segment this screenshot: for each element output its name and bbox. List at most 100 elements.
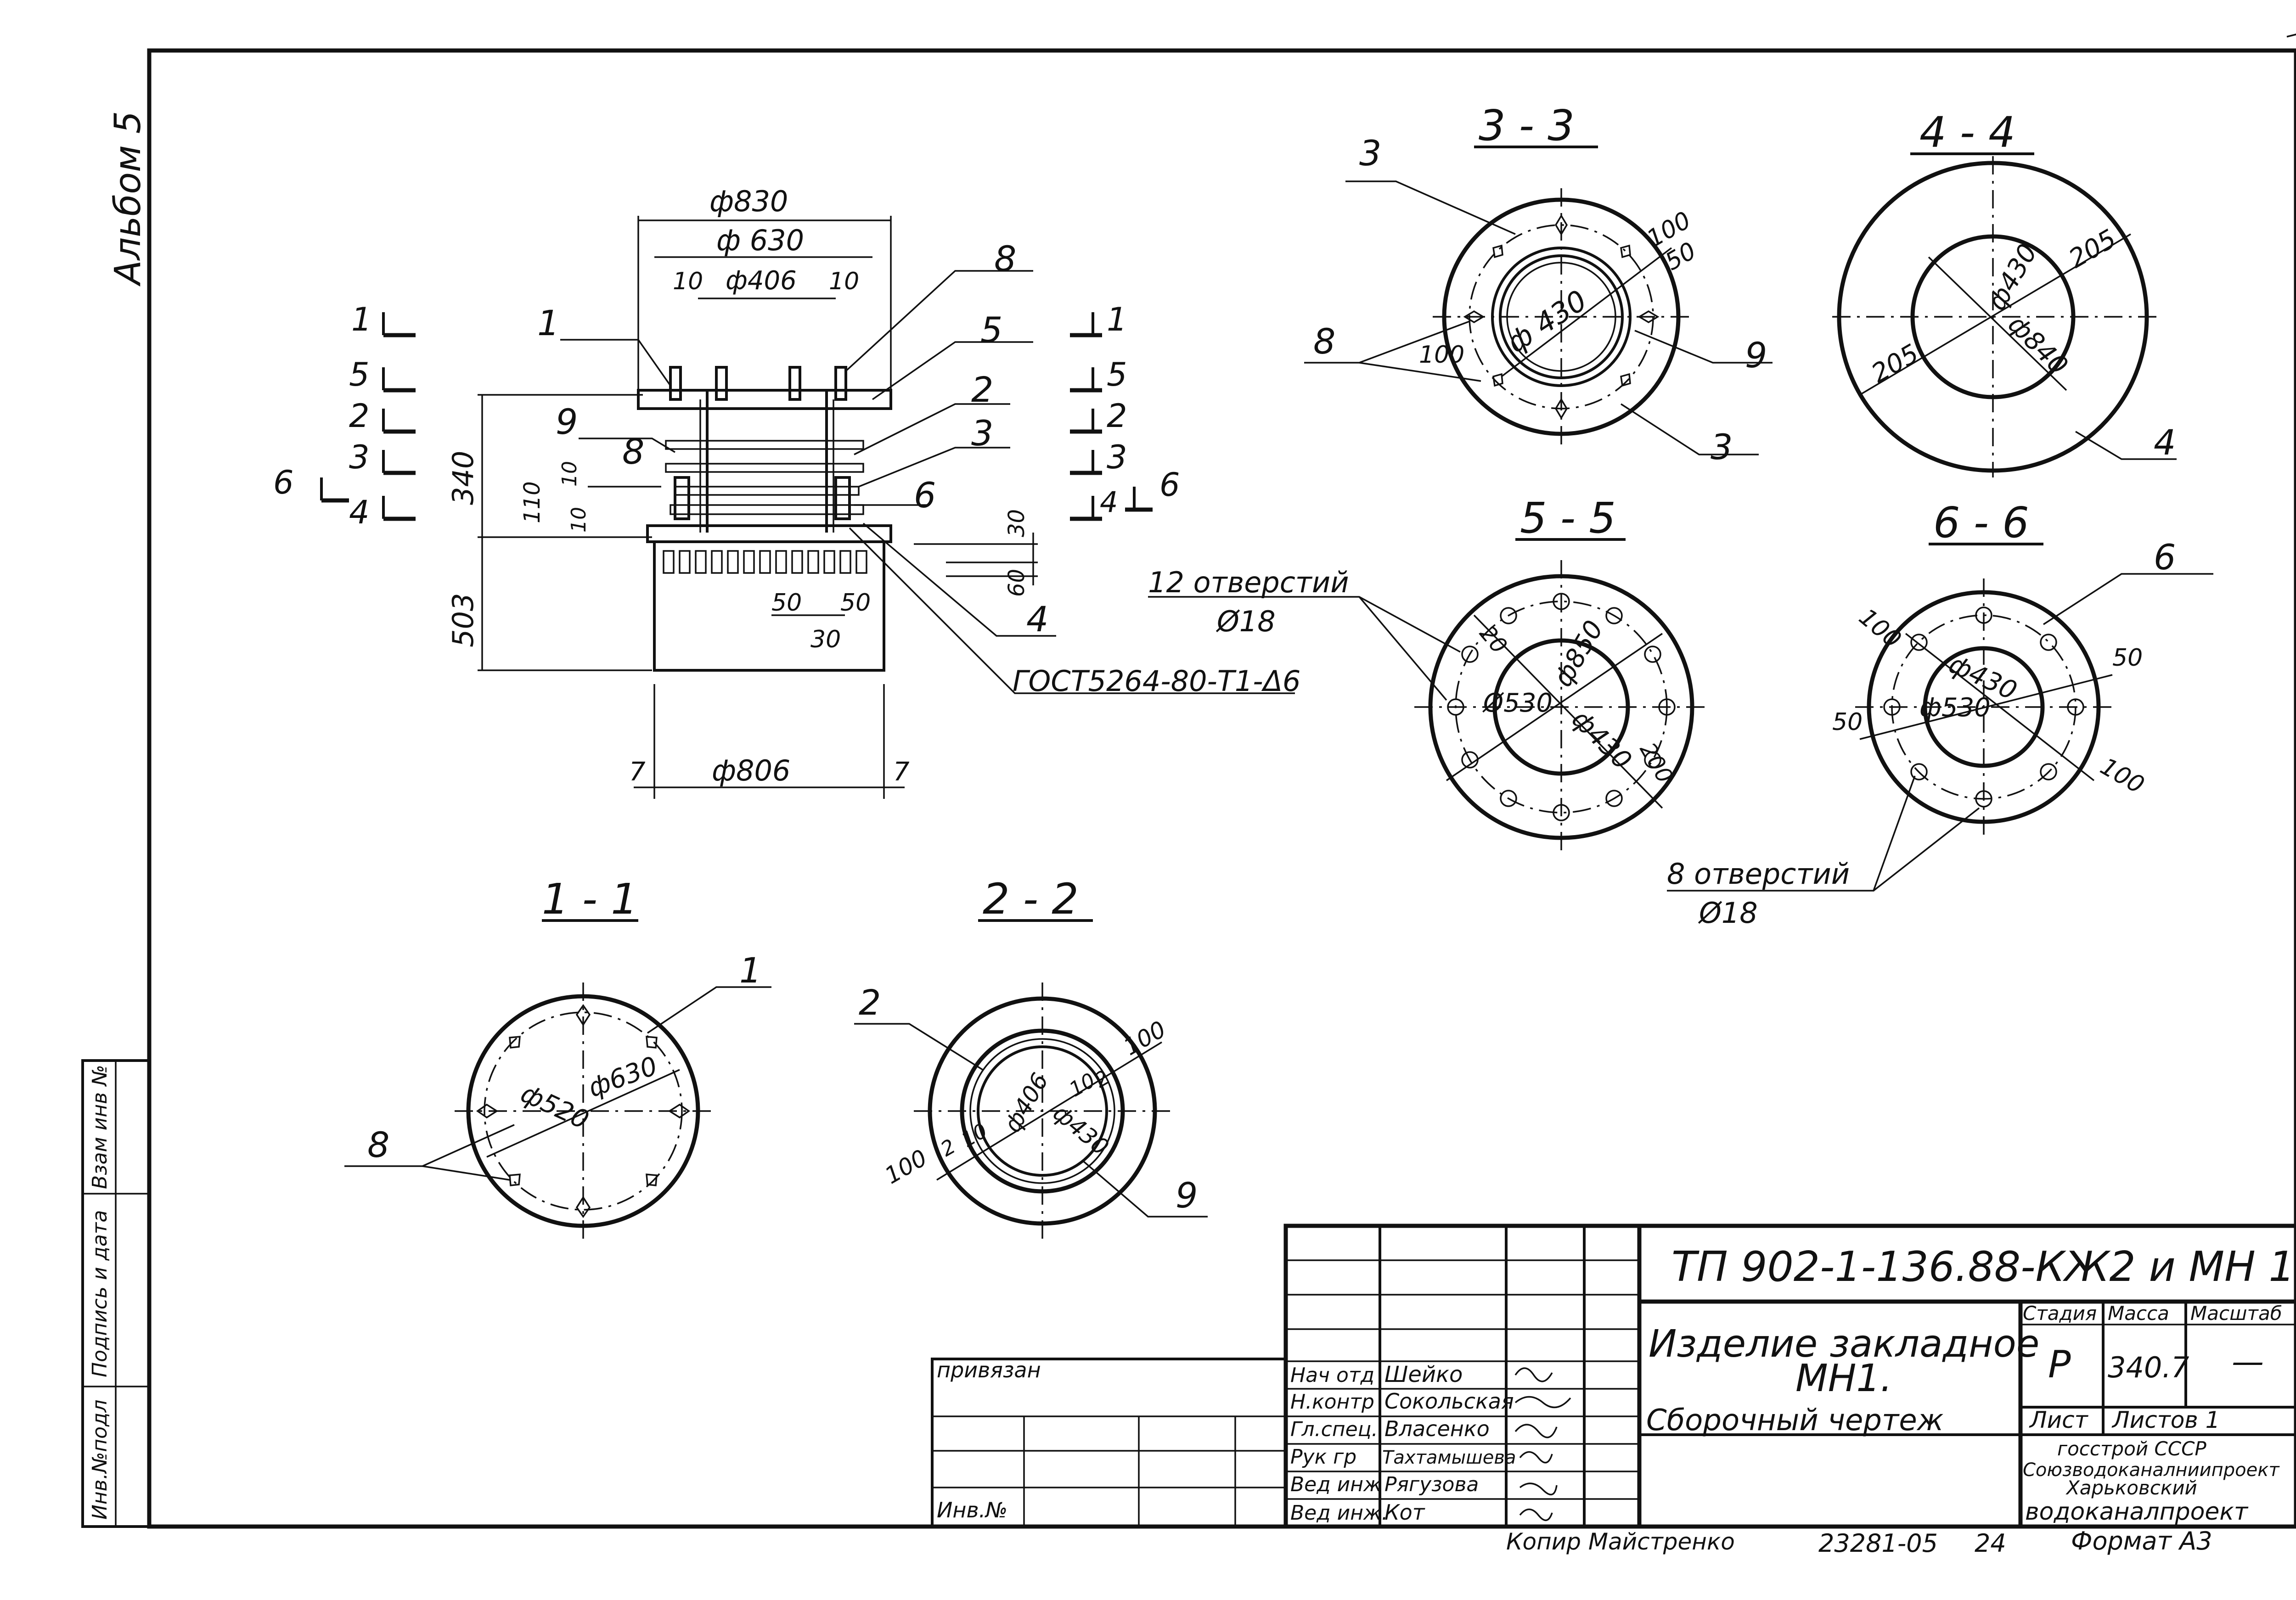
section-1-1-title: 1 - 1 <box>542 875 638 924</box>
footer-format: Формат А3 <box>2071 1527 2212 1555</box>
title-stage-header: Стадия <box>2023 1302 2097 1325</box>
s55-d530: Ø530 <box>1482 688 1553 718</box>
mark-r-4: 4 <box>1100 485 1118 519</box>
dim-7-right: 7 <box>893 757 910 787</box>
title-code: ТП 902-1-136.88-КЖ2 и МН 1 СБ <box>1671 1243 2296 1291</box>
dim-30-vert: 30 <box>1004 509 1030 537</box>
s33-callout-3a: 3 <box>1359 133 1381 174</box>
title-mass: 340.7 <box>2108 1351 2189 1384</box>
s66-50b: 50 <box>2112 644 2143 672</box>
dim-7-left: 7 <box>629 757 646 787</box>
s55-holes-d: Ø18 <box>1216 605 1276 638</box>
s33-callout-8: 8 <box>1313 321 1335 362</box>
side-stamp: Инв.№подл Подпись и дата Взам инв № <box>81 1059 151 1528</box>
footer-copier: Копир Майстренко <box>1506 1528 1735 1555</box>
dim-110: 110 <box>519 481 545 523</box>
name-6: Кот <box>1384 1500 1425 1525</box>
dim-830: ф830 <box>709 185 788 218</box>
dim-10a: 10 <box>558 461 581 487</box>
name-1: Шейко <box>1384 1362 1463 1387</box>
name-4: Тахтамышева <box>1382 1447 1516 1468</box>
dim-630: ф 630 <box>716 224 804 257</box>
weld-points-8 <box>476 1004 691 1218</box>
title-privyazan: привязан <box>937 1358 1041 1382</box>
bolt-holes-12 <box>1447 593 1676 821</box>
bolt-group <box>669 366 851 520</box>
callout-5: 5 <box>980 309 1002 350</box>
mark-l-1: 1 <box>351 301 372 338</box>
callout-8-top: 8 <box>994 238 1016 279</box>
s33-d430: ф 430 <box>1501 283 1593 359</box>
callout-2: 2 <box>971 369 993 410</box>
section-5-5-title: 5 - 5 <box>1520 494 1616 543</box>
section-2-2-title: 2 - 2 <box>983 875 1079 924</box>
stamp-inv-podl: Инв.№подл <box>88 1399 112 1520</box>
title-org-4: водоканалпроект <box>2025 1498 2249 1526</box>
stamp-vzam: Взам инв № <box>88 1065 112 1189</box>
s44-callout-4: 4 <box>2154 422 2176 463</box>
s55-20: 20 <box>1474 621 1512 659</box>
title-org-1: госстрой СССР <box>2057 1437 2206 1460</box>
s66-100a: 100 <box>1854 603 1907 654</box>
title-stage: Р <box>2048 1343 2071 1387</box>
section-3-3-title: 3 - 3 <box>1479 101 1575 150</box>
title-org-3: Харьковский <box>2065 1476 2197 1499</box>
mark-l-3: 3 <box>349 438 370 476</box>
s22-callout-9: 9 <box>1176 1175 1198 1216</box>
s22-100b: 100 <box>880 1144 932 1189</box>
dim-60-vert: 60 <box>1004 569 1030 597</box>
dim-50-right: 50 <box>840 589 871 617</box>
section-4-4 <box>1832 152 2177 477</box>
s33-callout-3b: 3 <box>1711 427 1733 467</box>
mark-r-3: 3 <box>1107 438 1127 476</box>
section-2-2 <box>854 919 1208 1240</box>
mark-r-5: 5 <box>1107 356 1127 393</box>
s44-205b: 205 <box>1867 338 1924 389</box>
mark-l-5: 5 <box>349 356 370 393</box>
s33-100b: 100 <box>1419 341 1464 369</box>
title-inv-no: Инв.№ <box>937 1498 1007 1522</box>
title-scale-header: Масштаб <box>2190 1302 2282 1325</box>
s66-holes-d: Ø18 <box>1698 896 1758 930</box>
dim-806: ф806 <box>712 754 790 787</box>
s66-50a: 50 <box>1832 708 1863 736</box>
album-label: Альбом 5 <box>107 111 149 287</box>
s33-callout-9: 9 <box>1745 335 1767 376</box>
name-5: Рягузова <box>1384 1473 1479 1496</box>
stamp-podpis: Подпись и дата <box>88 1210 112 1377</box>
s11-callout-1: 1 <box>739 950 761 991</box>
section-1-1 <box>344 919 771 1240</box>
section-5-5 <box>1148 538 1708 854</box>
section-3-3 <box>1304 146 1773 455</box>
role-2: Н.контр <box>1290 1390 1374 1414</box>
s22-d406: ф406 <box>999 1068 1053 1137</box>
footer-number: 23281-05 <box>1818 1529 1938 1558</box>
section-6-6 <box>1667 543 2213 892</box>
dim-10-left: 10 <box>673 268 703 295</box>
s66-100b: 100 <box>2096 752 2149 799</box>
s66-callout-6: 6 <box>2154 537 2176 578</box>
dim-503: 503 <box>446 593 480 647</box>
mark-l-4: 4 <box>349 494 370 531</box>
callout-3: 3 <box>971 413 993 454</box>
mark-r-1: 1 <box>1107 301 1127 338</box>
role-1: Нач отд <box>1290 1364 1374 1387</box>
title-org-2: Союзводоканалниипроект <box>2023 1460 2280 1481</box>
dim-10-right: 10 <box>829 268 859 295</box>
title-mass-header: Масса <box>2108 1302 2169 1325</box>
section-marks-right <box>1070 312 1153 521</box>
s44-d430: ф430 <box>1982 239 2043 315</box>
dim-340: 340 <box>446 451 480 505</box>
s55-holes-note: 12 отверстий <box>1148 566 1349 599</box>
title-name-2: МН1. <box>1795 1357 1892 1400</box>
title-sheets: Листов 1 <box>2111 1407 2220 1433</box>
s44-d840: ф840 <box>2002 309 2073 381</box>
role-6: Вед инж. <box>1290 1501 1388 1525</box>
callout-9: 9 <box>556 401 578 442</box>
title-sheet: Лист <box>2029 1407 2089 1433</box>
footer-page: 24 <box>1975 1529 2006 1558</box>
section-4-4-title: 4 - 4 <box>1919 108 2015 157</box>
dim-30: 30 <box>810 626 841 653</box>
callout-4: 4 <box>1026 599 1048 640</box>
